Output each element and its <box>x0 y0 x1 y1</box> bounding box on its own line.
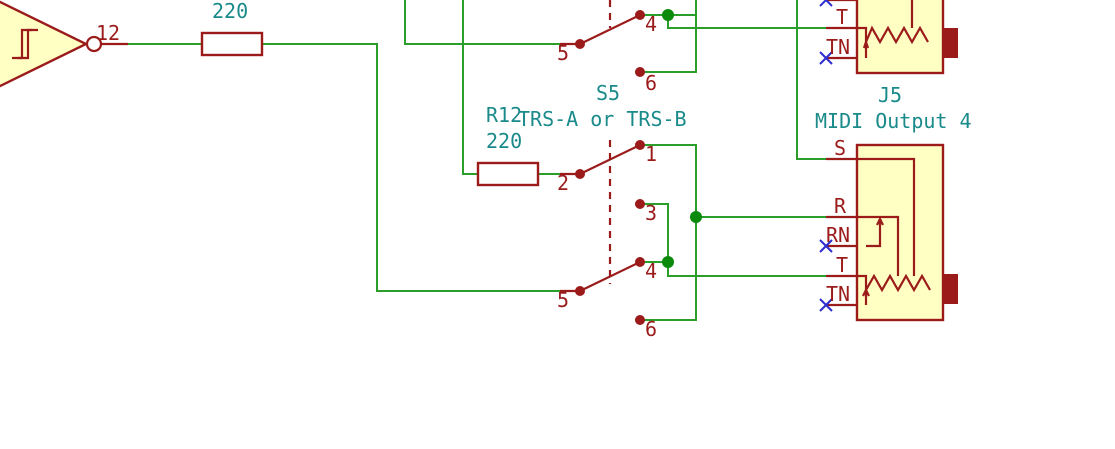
switch-pin2: 2 <box>557 171 569 195</box>
jack-pin-s: S <box>834 136 846 160</box>
switch-pin4: 4 <box>645 259 657 283</box>
jack-top-pin-tn: TN <box>826 35 850 59</box>
jack-pin-t: T <box>836 253 848 277</box>
jack-j5-ref: J5 <box>878 83 902 107</box>
jack-j5[interactable]: J5 MIDI Output 4 S R RN T TN <box>815 83 972 322</box>
top-switch-pin4: 4 <box>645 12 657 36</box>
switch-s5-value: TRS-A or TRS-B <box>518 107 687 131</box>
switch-s5[interactable]: S5 TRS-A or TRS-B 2 1 3 4 5 6 <box>518 81 687 341</box>
resistor-r12[interactable]: R12 220 <box>476 103 540 187</box>
jack-top-pin-t: T <box>836 5 848 29</box>
jack-j5-value: MIDI Output 4 <box>815 109 972 133</box>
switch-pin3: 3 <box>645 201 657 225</box>
jack-pin-r: R <box>834 194 847 218</box>
jack-top-partial[interactable]: T TN <box>819 0 958 75</box>
resistor-r12-value: 220 <box>486 129 522 153</box>
gate-pin-number: 12 <box>96 21 120 45</box>
switch-pin5: 5 <box>557 288 569 312</box>
jack-pin-tn: TN <box>826 282 850 306</box>
junctions <box>662 9 702 268</box>
resistor-top-value: 220 <box>212 0 248 23</box>
junction-dot <box>662 9 674 21</box>
resistor-top[interactable]: 220 <box>200 0 264 57</box>
junction-dot <box>662 256 674 268</box>
junction-dot <box>690 211 702 223</box>
schmitt-inverter: 12 <box>0 0 128 88</box>
switch-s5-ref: S5 <box>596 81 620 105</box>
switch-top-partial[interactable]: 5 4 6 <box>557 0 657 95</box>
top-switch-pin5: 5 <box>557 41 569 65</box>
jack-pin-rn: RN <box>826 223 850 247</box>
top-switch-pin6: 6 <box>645 71 657 95</box>
switch-pin6: 6 <box>645 317 657 341</box>
resistor-r12-ref: R12 <box>486 103 522 127</box>
switch-pin1: 1 <box>645 142 657 166</box>
